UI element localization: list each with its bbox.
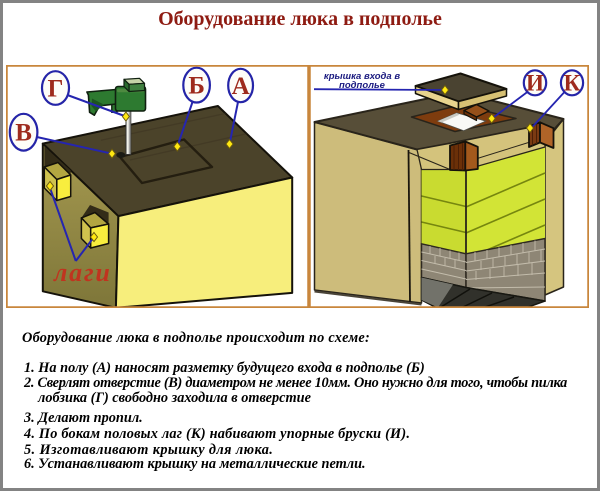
svg-text:И: И [526,71,544,96]
svg-text:Г: Г [48,75,64,102]
svg-text:Б: Б [188,72,205,99]
svg-text:А: А [232,73,250,100]
svg-text:подполье: подполье [339,80,386,91]
svg-text:К: К [564,71,581,96]
svg-text:лаги: лаги [53,258,112,287]
svg-text:крышка входа в: крышка входа в [324,71,400,82]
svg-text:В: В [15,120,32,147]
